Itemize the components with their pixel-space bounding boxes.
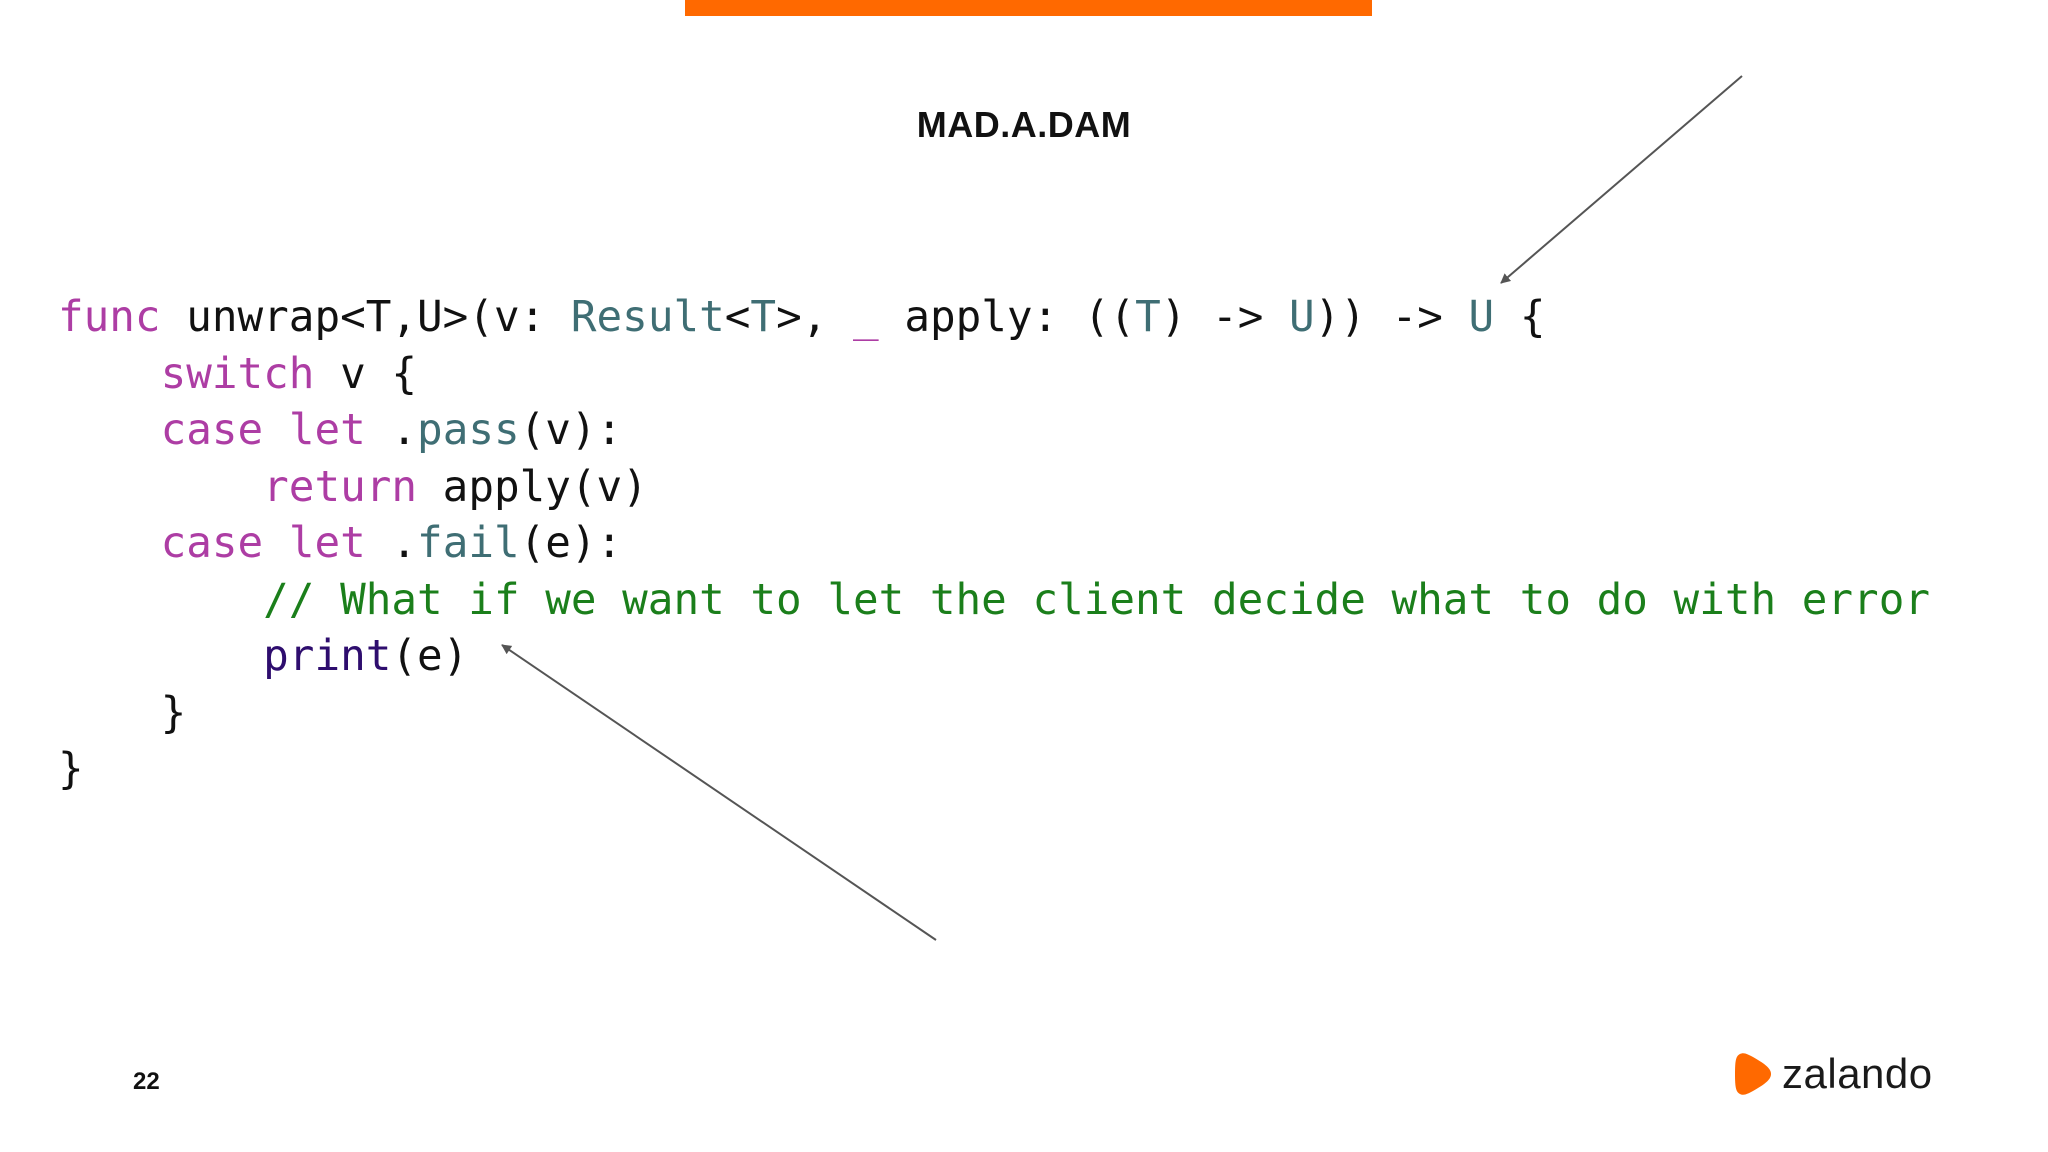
code-line: return apply(v): [58, 459, 1930, 516]
code-token: case: [160, 518, 264, 568]
code-token: .: [365, 405, 418, 455]
code-token: [263, 518, 289, 568]
code-token: (v):: [519, 405, 623, 455]
zalando-logo-icon: [1735, 1053, 1771, 1095]
code-line: case let .pass(v):: [58, 402, 1930, 459]
code-token: let: [288, 405, 366, 455]
code-token: )) ->: [1314, 292, 1469, 342]
code-token: switch: [160, 348, 315, 399]
code-line: func unwrap<T,U>(v: Result<T>, _ apply: …: [58, 289, 1930, 346]
code-token: [263, 405, 289, 455]
code-token: // What if we want to let the client dec…: [263, 574, 1930, 625]
code-line: print(e): [58, 628, 1930, 685]
code-token: [58, 349, 161, 399]
code-token: pass: [417, 405, 520, 455]
code-line: }: [58, 741, 1930, 798]
code-line: switch v {: [58, 346, 1930, 403]
code-token: }: [58, 744, 84, 794]
zalando-logo-text: zalando: [1782, 1050, 1933, 1097]
code-token: ) ->: [1160, 292, 1289, 342]
code-token: {: [1494, 292, 1546, 342]
code-token: [58, 518, 161, 568]
code-token: case: [160, 405, 264, 455]
zalando-logo: zalando: [1734, 1050, 1933, 1098]
code-token: v {: [314, 348, 418, 399]
code-token: <: [724, 292, 751, 342]
code-line: case let .fail(e):: [58, 515, 1930, 572]
code-token: return: [263, 461, 418, 512]
code-token: [58, 575, 263, 625]
code-block: func unwrap<T,U>(v: Result<T>, _ apply: …: [58, 289, 1930, 798]
top-accent-bar: [685, 0, 1372, 16]
code-token: .: [365, 518, 418, 568]
code-token: T: [750, 292, 777, 342]
code-token: (e):: [519, 518, 623, 568]
slide-title: MAD.A.DAM: [916, 104, 1132, 145]
code-token: U: [1468, 292, 1495, 342]
code-token: }: [58, 687, 187, 738]
code-token: [58, 405, 161, 455]
code-token: apply: ((: [878, 292, 1136, 342]
code-token: print: [263, 631, 392, 681]
code-token: U: [1288, 292, 1315, 342]
code-token: Result: [570, 292, 725, 342]
code-token: unwrap<T,U>(v:: [160, 292, 571, 342]
code-token: [58, 462, 263, 512]
code-token: [58, 631, 263, 681]
code-token: >,: [776, 292, 854, 342]
code-line: }: [58, 685, 1930, 742]
code-token: let: [288, 518, 366, 568]
code-token: func: [58, 292, 161, 342]
code-token: _: [853, 292, 879, 342]
code-token: apply(v): [417, 461, 648, 512]
code-token: (e): [391, 631, 469, 681]
page-number: 22: [133, 1068, 160, 1095]
code-line: // What if we want to let the client dec…: [58, 572, 1930, 629]
code-token: fail: [417, 518, 520, 568]
code-token: T: [1135, 292, 1161, 342]
